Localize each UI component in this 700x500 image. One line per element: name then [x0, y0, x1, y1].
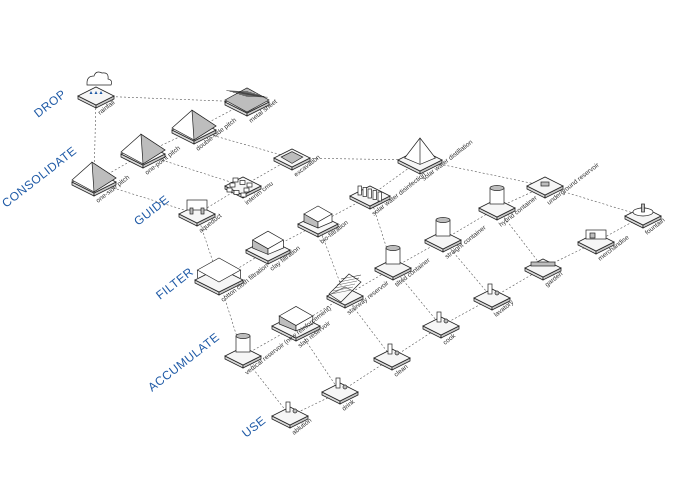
tile-stairway-reservoir: stairway reservoir [326, 273, 391, 317]
market-stall-icon [585, 229, 607, 240]
tile-solar-water-distillation: solar water distillation [397, 137, 474, 183]
connector-line [291, 157, 421, 161]
corrugated-sheet-icon [224, 87, 270, 113]
category-label-accumulate: ACCUMULATE [145, 330, 222, 394]
tile-lavatory: lavatory [473, 283, 516, 319]
connector-line [242, 355, 291, 417]
double-pitch-roof-icon [171, 109, 217, 141]
tile-cotton-cloth-filtration: cotton cloth filtration [194, 257, 270, 304]
tile-one-side-pitch: one-side pitch [71, 161, 131, 205]
tile-cook: cook [422, 311, 460, 347]
category-label-use: USE [239, 413, 268, 440]
straight-container-icon [435, 217, 451, 237]
garden-bed-icon [530, 261, 556, 267]
tile-clay-filtration: clay filtration [245, 230, 302, 273]
cloth-filter-icon [196, 257, 242, 283]
tile-clean: clean [373, 343, 411, 379]
tile-rainfall: rainfall [77, 71, 117, 117]
vertical-reservoir-icon [235, 333, 251, 353]
lavatory-icon [487, 283, 500, 296]
one-side-pitch-roof-icon [71, 161, 117, 193]
connector-line [419, 159, 546, 187]
ablution-icon [285, 401, 298, 414]
connector-line [442, 239, 493, 299]
underground-tank-icon [540, 181, 550, 187]
tile-one-point-pitch: one-point pitch [120, 133, 182, 177]
tile-hybrid-container: hybrid container [478, 185, 539, 229]
tile-interim-cmu: interim cmu [224, 176, 275, 207]
connector-line [344, 295, 393, 359]
drinking-figures-icon [335, 377, 348, 390]
stove-icon [436, 311, 449, 324]
solar-still-icon [404, 137, 436, 165]
clay-filter-icon [251, 230, 285, 255]
connector-line [369, 195, 394, 269]
tile-drink: drink [321, 377, 359, 413]
tile-aqueduct: aqueduct [178, 199, 223, 235]
tile-garden: garden [524, 258, 564, 289]
tile-fountain: fountain [624, 203, 667, 237]
connector-line [95, 95, 248, 103]
bio-filter-icon [303, 205, 333, 229]
category-label-consolidate: CONSOLIDATE [0, 144, 79, 211]
washing-icon [387, 343, 400, 356]
stairway-reservoir-icon [328, 273, 362, 303]
tile-bio-filtration: bio-filtration [297, 205, 350, 246]
bottle-rack-icon [357, 185, 382, 202]
tile-solar-water-disinfection: solar water disinfection [349, 171, 428, 218]
tile-double-side-pitch: double-side pitch [171, 109, 238, 153]
tile-merchandise: merchandise [577, 229, 631, 263]
tile-straight-container: straight container [424, 217, 488, 261]
connector-line [496, 207, 544, 269]
fountain-icon [632, 203, 654, 217]
rain-cloud-icon [86, 71, 112, 94]
one-point-pitch-roof-icon [120, 133, 166, 165]
category-label-drop: DROP [31, 87, 69, 121]
tilted-container-icon [385, 245, 401, 265]
cmu-blocks-icon [226, 177, 253, 198]
category-label-filter: FILTER [153, 265, 196, 303]
category-label-guide: GUIDE [131, 192, 172, 228]
aqueduct-icon [186, 199, 208, 215]
connector-line [544, 185, 644, 217]
slab-reservoir-icon [278, 305, 314, 332]
tile-ablution: ablution [271, 401, 313, 437]
hybrid-container-icon [489, 185, 505, 205]
excavation-icon [280, 151, 304, 164]
connector-line [392, 267, 442, 327]
tile-excavation: excavation [273, 148, 322, 179]
